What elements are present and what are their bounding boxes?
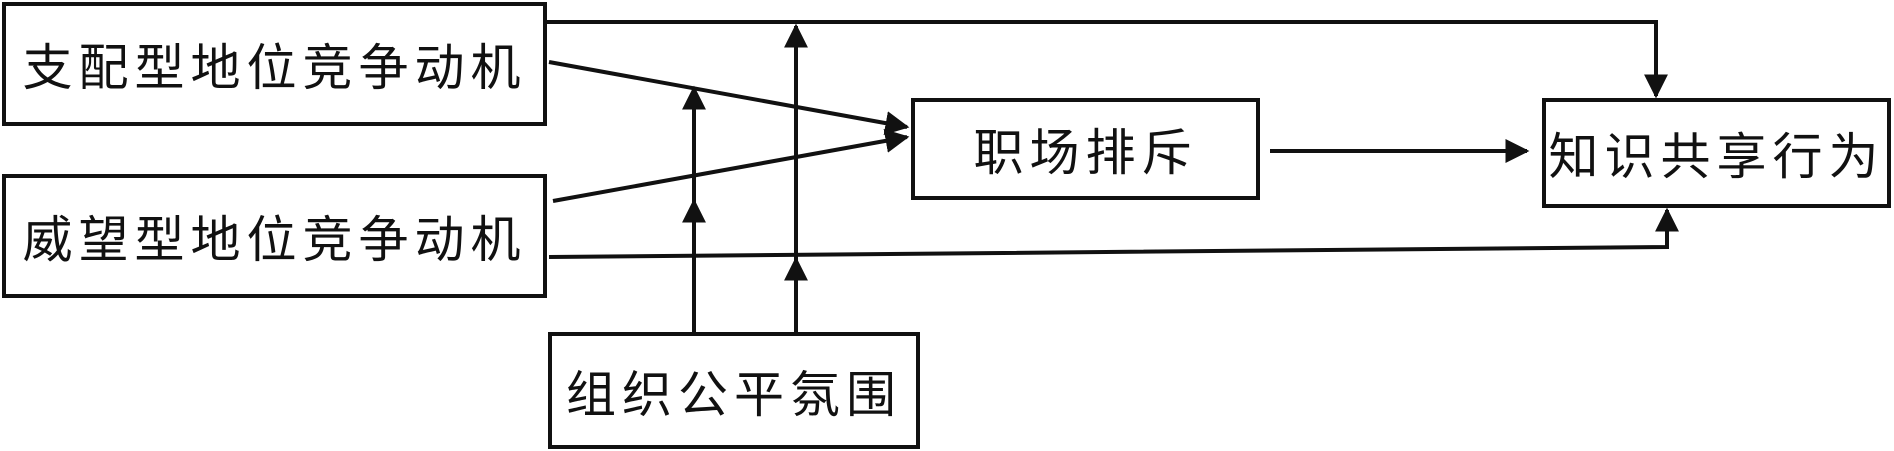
- node-prestige-motive-label: 威望型地位竞争动机: [22, 211, 527, 269]
- node-prestige-motive: 威望型地位竞争动机: [2, 174, 547, 298]
- arrow-dominance-to-knowledge-sharing: [547, 20, 1668, 99]
- node-org-fairness: 组织公平氛围: [548, 332, 920, 449]
- node-knowledge-sharing-label: 知识共享行为: [1548, 128, 1885, 186]
- arrow-prestige-to-knowledge-sharing: [548, 207, 1679, 259]
- node-dominance-motive: 支配型地位竞争动机: [2, 2, 547, 126]
- arrow-prestige-to-exclusion: [552, 129, 910, 203]
- node-workplace-exclusion-label: 职场排斥: [973, 124, 1198, 182]
- arrow-dominance-to-exclusion: [548, 60, 910, 135]
- node-knowledge-sharing: 知识共享行为: [1542, 98, 1891, 208]
- node-workplace-exclusion: 职场排斥: [911, 98, 1260, 200]
- node-dominance-motive-label: 支配型地位竞争动机: [22, 39, 527, 97]
- node-org-fairness-label: 组织公平氛围: [566, 365, 902, 424]
